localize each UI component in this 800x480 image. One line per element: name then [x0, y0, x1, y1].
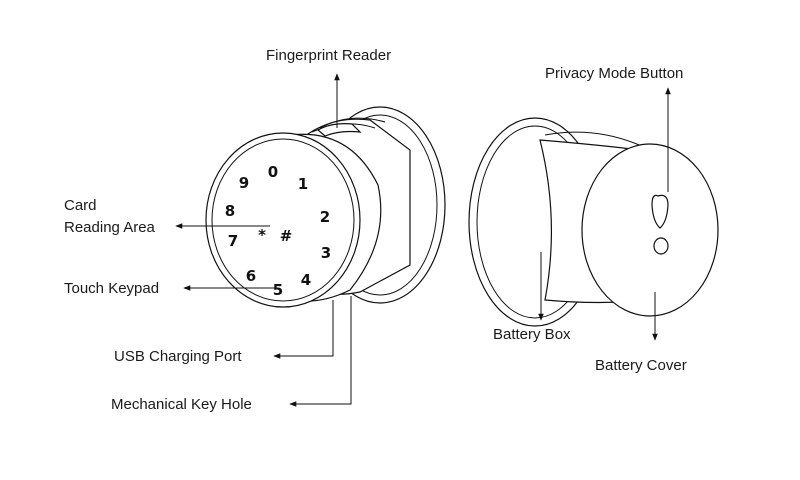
key-9: 9	[239, 174, 249, 192]
label-usb-charging-port: USB Charging Port	[114, 348, 242, 365]
label-privacy-mode-button: Privacy Mode Button	[545, 65, 683, 82]
key-star: *	[258, 226, 266, 244]
keypad-face	[205, 132, 361, 308]
key-5: 5	[273, 281, 283, 299]
key-3: 3	[321, 244, 331, 262]
callout-lines	[175, 73, 671, 407]
key-6: 6	[246, 267, 256, 285]
key-1: 1	[298, 175, 308, 193]
key-4: 4	[301, 271, 311, 289]
key-0: 0	[268, 163, 278, 181]
back-lock-illustration	[468, 117, 719, 327]
label-battery-box: Battery Box	[493, 326, 571, 343]
label-card-reading-area-line1: Card	[64, 197, 97, 214]
privacy-mode-button-slot	[651, 194, 669, 229]
label-touch-keypad: Touch Keypad	[64, 280, 159, 297]
label-fingerprint-reader: Fingerprint Reader	[266, 47, 391, 64]
key-hash: #	[280, 227, 293, 245]
key-2: 2	[320, 208, 330, 226]
key-8: 8	[225, 202, 235, 220]
key-7: 7	[228, 232, 238, 250]
privacy-mode-button-hole	[653, 237, 669, 255]
label-battery-cover: Battery Cover	[595, 357, 687, 374]
callout-labels: Fingerprint Reader Card Reading Area Tou…	[64, 47, 687, 413]
front-lock-illustration	[205, 106, 446, 308]
battery-cover-face	[581, 143, 719, 317]
label-mechanical-key-hole: Mechanical Key Hole	[111, 396, 252, 413]
label-card-reading-area-line2: Reading Area	[64, 219, 156, 236]
touch-keypad: 0 1 2 3 4 5 6 7 8 9 * #	[225, 163, 331, 299]
